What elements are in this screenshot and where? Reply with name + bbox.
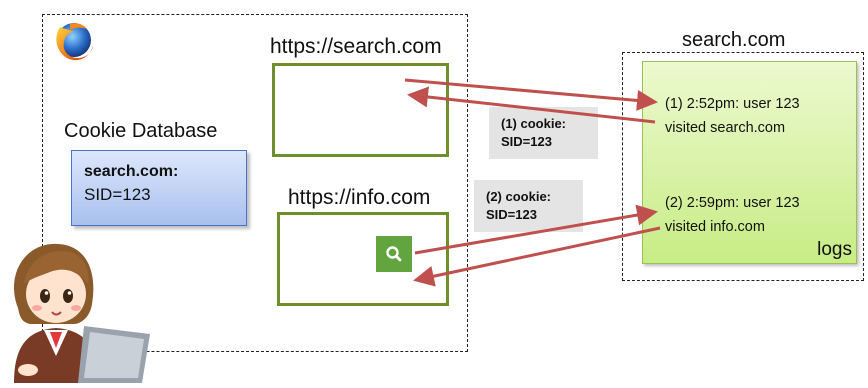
search-icon: [386, 246, 402, 262]
cookie-sent-2: (2) cookie: SID=123: [474, 180, 583, 232]
cookie-entry-domain: search.com:: [84, 163, 179, 180]
cookie-database-entry: search.com: SID=123: [71, 150, 247, 226]
browser-boundary: [42, 14, 468, 352]
tab-url-info: https://info.com: [288, 186, 431, 209]
server-title: search.com: [682, 29, 786, 51]
arrow-response-2: [413, 226, 661, 287]
user-at-laptop-icon: [0, 238, 160, 383]
cookie-entry-value: SID=123: [84, 185, 151, 204]
firefox-icon: [50, 18, 96, 64]
cookie-sent-1: (1) cookie: SID=123: [489, 107, 598, 159]
arrow-response-1: [407, 86, 656, 124]
server-boundary: [622, 52, 864, 281]
server-logs-panel: (1) 2:52pm: user 123 visited search.com …: [642, 61, 857, 264]
arrow-request-2: [414, 204, 658, 255]
log-entry-1: (1) 2:52pm: user 123 visited search.com: [665, 96, 800, 136]
tab-search-window[interactable]: [272, 63, 449, 157]
logs-label: logs: [817, 239, 852, 260]
search-button[interactable]: [376, 236, 412, 272]
cookie-database-title: Cookie Database: [64, 120, 218, 142]
tab-info-window[interactable]: [277, 212, 449, 306]
tab-url-search: https://search.com: [270, 35, 442, 58]
log-entry-2: (2) 2:59pm: user 123 visited info.com: [665, 195, 800, 235]
arrow-request-1: [404, 78, 658, 111]
